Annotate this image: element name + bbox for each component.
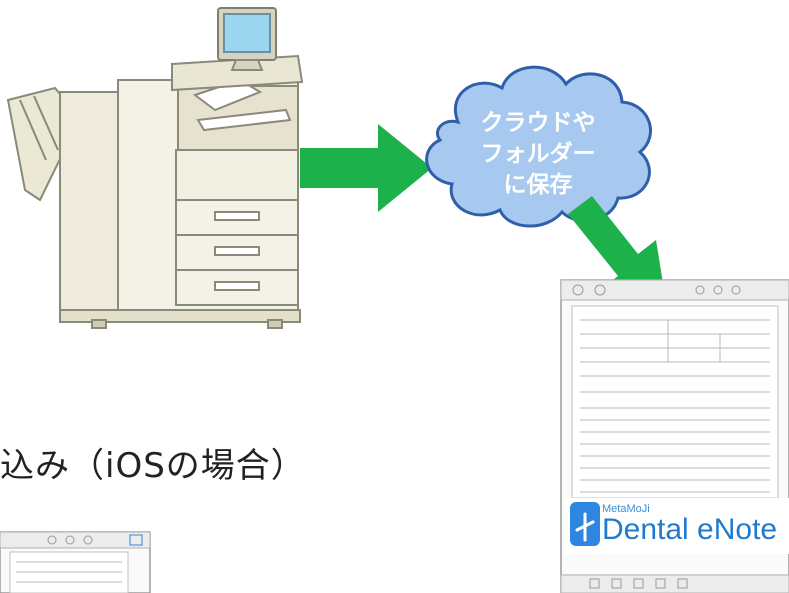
right-arrow-icon — [300, 124, 432, 212]
tablet-preview — [0, 531, 151, 593]
brand-company: MetaMoJi — [602, 503, 650, 515]
cloud-label-line-3: に保存 — [503, 172, 573, 198]
printer-illustration — [6, 7, 304, 329]
brand-app-name: Dental eNote — [602, 513, 778, 546]
cloud-label-line-1: クラウドや — [480, 110, 596, 136]
cloud-label: クラウドや フォルダー に保存 — [438, 108, 638, 201]
app-brand: MetaMoJi Dental eNote — [602, 503, 777, 545]
cloud-shape — [425, 65, 652, 228]
caption-text: 込み（iOSの場合） — [0, 446, 306, 486]
cloud-label-line-2: フォルダー — [480, 141, 596, 167]
tablet-document — [560, 279, 789, 593]
